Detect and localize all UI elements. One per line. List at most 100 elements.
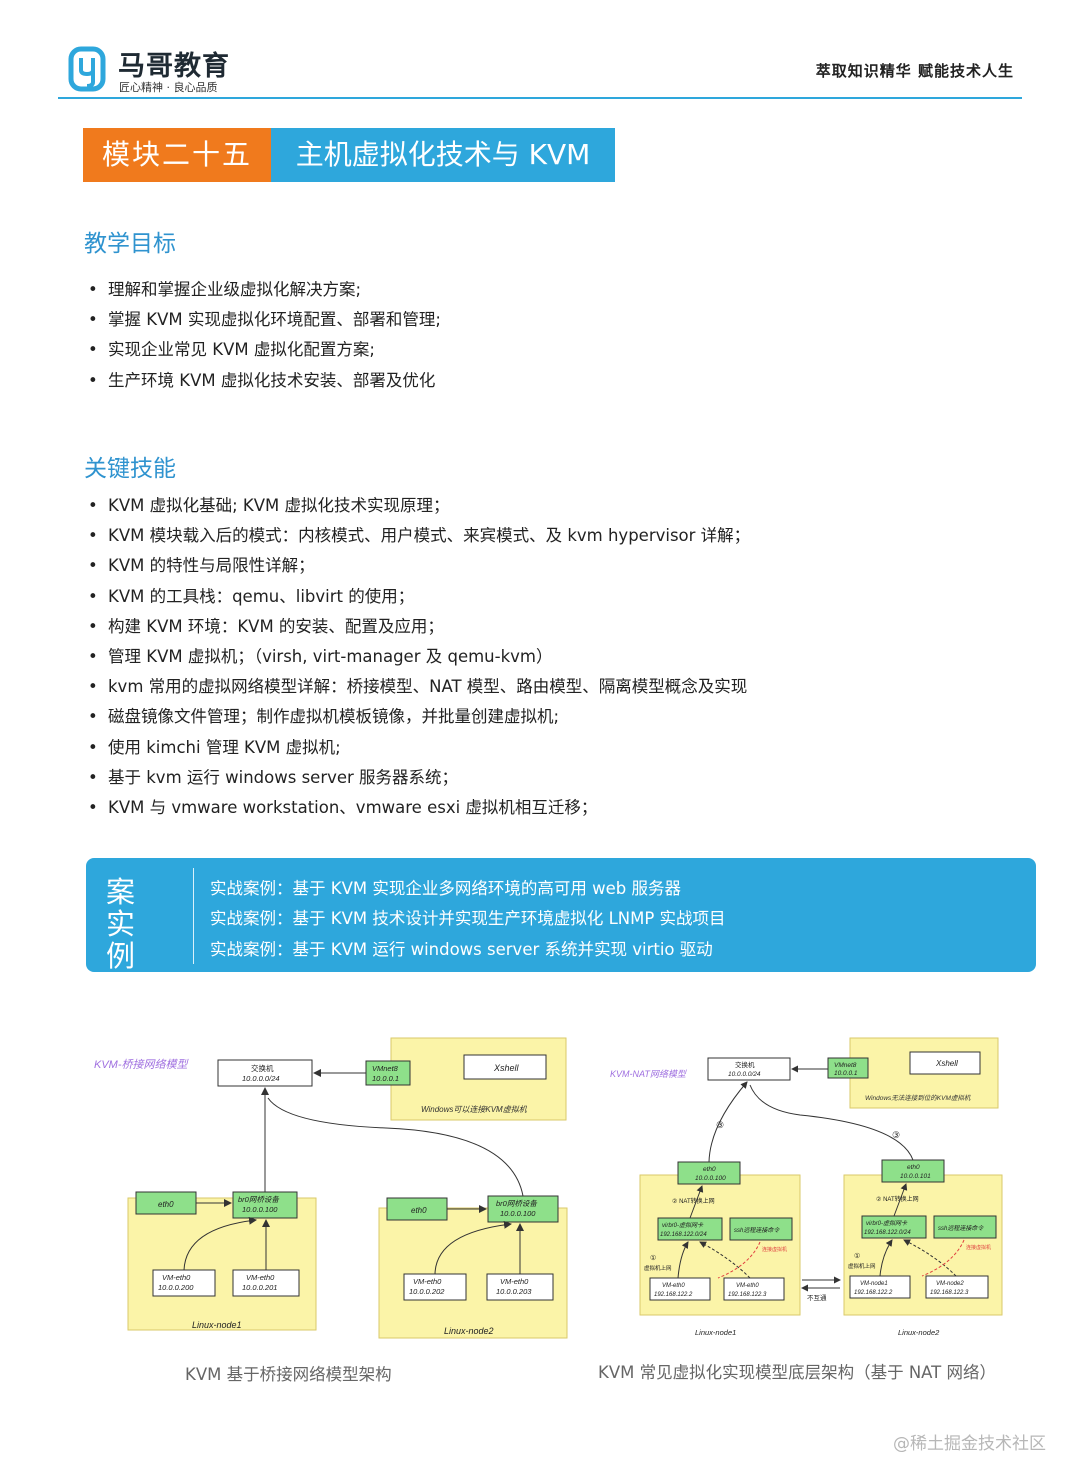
switch-box — [707, 1057, 791, 1081]
node1-uplink — [708, 1081, 748, 1163]
brand-tagline: 匠心精神 · 良心品质 — [119, 81, 218, 94]
node2-bridge-ip: 10.0.0.100 — [500, 1209, 536, 1218]
module-number: 模块二十五 — [83, 128, 271, 182]
node2-vm1-link — [879, 1239, 893, 1277]
node1-bridge: br0网桥设备 — [238, 1195, 280, 1204]
practice-label-line: 例 战 — [106, 939, 142, 1005]
step2-marker: ② — [672, 1198, 677, 1205]
xshell-label: Xshell — [493, 1063, 520, 1073]
node2-ssh-box — [933, 1215, 997, 1239]
xshell-box — [463, 1054, 547, 1080]
xshell-label: Xshell — [935, 1059, 958, 1068]
practice-label-line: 案 实 — [106, 875, 142, 941]
node1-vm2: VM-eth0 — [246, 1273, 275, 1282]
list-item: 生产环境 KVM 虚拟化技术安装、部署及优化 — [88, 366, 441, 396]
node2-bridge: br0网桥设备 — [496, 1199, 538, 1208]
node2-virbr-ip: 192.168.122.0/24 — [864, 1230, 911, 1236]
skills-list: KVM 虚拟化基础; KVM 虚拟化技术实现原理； KVM 模块载入后的模式：内… — [88, 491, 750, 823]
node1-vm1-ip: 10.0.0.200 — [158, 1283, 194, 1292]
list-item: 基于 kvm 运行 windows server 服务器系统； — [88, 763, 750, 793]
vmnet-box — [827, 1057, 869, 1079]
list-item: 使用 kimchi 管理 KVM 虚拟机; — [88, 733, 750, 763]
list-item: KVM 的工具栈：qemu、libvirt 的使用； — [88, 582, 750, 612]
node1-vm2: VM-eth0 — [736, 1283, 759, 1289]
node1-virbr-ip: 192.168.122.0/24 — [660, 1232, 707, 1238]
node1-vm2-ip: 10.0.0.201 — [242, 1283, 277, 1292]
node1-virbr-eth-link — [689, 1185, 704, 1219]
node2-vm1-ip: 192.168.122.2 — [854, 1290, 893, 1296]
node1-vm2-box — [232, 1269, 300, 1297]
node1-vm2-link — [699, 1241, 751, 1279]
nat-network-diagram: KVM-NAT网络模型 Windows无法连接到位的KVM虚拟机 Xshell … — [610, 1037, 1003, 1337]
node2-uplink — [749, 1084, 914, 1161]
node1-vm2-ip: 192.168.122.3 — [728, 1292, 767, 1298]
skills-heading: 关键技能 — [84, 456, 176, 482]
practice-item: 实战案例：基于 KVM 运行 windows server 系统并实现 virt… — [210, 939, 713, 959]
header-divider — [58, 97, 1022, 99]
list-item: 理解和掌握企业级虚拟化解决方案; — [88, 275, 441, 305]
node1-vm2-box — [723, 1277, 785, 1301]
switch-box — [217, 1059, 313, 1087]
brand-logo-icon — [68, 46, 106, 92]
node2-vm1: VM-node1 — [860, 1281, 888, 1287]
node1-eth-ip: 10.0.0.100 — [695, 1175, 726, 1182]
nat-diagram-caption: KVM 常见虚拟化实现模型底层架构（基于 NAT 网络） — [598, 1363, 997, 1382]
vmnet-ip: 10.0.0.1 — [834, 1070, 858, 1077]
goals-heading: 教学目标 — [84, 231, 176, 257]
node1-ssh: ssh远程连接命令 — [734, 1226, 780, 1234]
node2-vm2: VM-node2 — [936, 1281, 964, 1287]
node2-name: Linux-node2 — [444, 1326, 494, 1336]
node2-eth-ip: 10.0.0.101 — [900, 1173, 931, 1180]
list-item: 掌握 KVM 实现虚拟化环境配置、部署和管理; — [88, 305, 441, 335]
switch-ip: 10.0.0.0/24 — [728, 1071, 761, 1078]
module-title: 主机虚拟化技术与 KVM — [271, 128, 615, 182]
node2-bridge-box — [487, 1195, 559, 1223]
step3-marker: ③ — [716, 1120, 724, 1130]
node2-ssh-note: 连接虚拟机 — [966, 1244, 991, 1251]
list-item: KVM 的特性与局限性详解； — [88, 551, 750, 581]
vmnet-box — [365, 1060, 411, 1086]
node1-vm1: VM-eth0 — [662, 1283, 685, 1289]
watermark: @稀土掘金技术社区 — [893, 1434, 1046, 1454]
node2-step1: ① — [854, 1252, 860, 1260]
switch-label: 交换机 — [735, 1060, 755, 1069]
node2-vm-up: 虚拟机上网 — [848, 1262, 876, 1270]
node2-ssh: ssh远程连接命令 — [938, 1224, 984, 1232]
vmnet-label: VMnet8 — [372, 1064, 399, 1073]
node1-ssh-note: 连接虚拟机 — [762, 1246, 787, 1253]
list-item: KVM 与 vmware workstation、vmware esxi 虚拟机… — [88, 793, 750, 823]
node1-step1: ① — [650, 1254, 656, 1262]
bridge-network-diagram: KVM-桥接网络模型 Windows可以连接KVM虚拟机 Xshell VMne… — [94, 1037, 568, 1339]
list-item: 实现企业常见 KVM 虚拟化配置方案; — [88, 335, 441, 365]
node2-eth: eth0 — [907, 1164, 920, 1171]
node1-ssh-link — [717, 1241, 761, 1279]
windows-note: Windows无法连接到位的KVM虚拟机 — [865, 1094, 971, 1102]
node2-step2: ② NAT转换上网 — [876, 1195, 919, 1203]
node2-panel — [378, 1207, 568, 1339]
list-item: KVM 虚拟化基础; KVM 虚拟化技术实现原理； — [88, 491, 750, 521]
node1-vm-up: 虚拟机上网 — [644, 1264, 672, 1272]
node1-bridge-ip: 10.0.0.100 — [242, 1205, 278, 1214]
vmnet-label: VMnet8 — [834, 1062, 857, 1069]
bridge-diagram-caption: KVM 基于桥接网络模型架构 — [185, 1365, 392, 1384]
list-item: 管理 KVM 虚拟机；（virsh, virt-manager 及 qemu-k… — [88, 642, 750, 672]
node2-vm1: VM-eth0 — [413, 1277, 442, 1286]
list-item: KVM 模块载入后的模式：内核模式、用户模式、来宾模式、及 kvm hyperv… — [88, 521, 750, 551]
brand-name: 马哥教育 — [118, 51, 230, 82]
node1-ssh-box — [729, 1217, 793, 1241]
practice-label: 案 实 例 战 — [106, 876, 178, 1004]
node2-virbr: virbr0-虚拟网卡 — [866, 1219, 908, 1227]
node1-bridge-box — [232, 1191, 298, 1219]
diagram-title: KVM-NAT网络模型 — [610, 1069, 687, 1079]
node1-step2: ② NAT转换上网 — [672, 1197, 715, 1205]
node2-vm2: VM-eth0 — [500, 1277, 529, 1286]
node1-name: Linux-node1 — [695, 1328, 736, 1337]
switch-label: 交换机 — [251, 1063, 274, 1073]
node1-name: Linux-node1 — [192, 1320, 242, 1330]
list-item: 构建 KVM 环境：KVM 的安装、配置及应用； — [88, 612, 750, 642]
node1-vm1-ip: 192.168.122.2 — [654, 1292, 693, 1298]
practice-divider — [193, 868, 194, 964]
goals-list: 理解和掌握企业级虚拟化解决方案; 掌握 KVM 实现虚拟化环境配置、部署和管理;… — [88, 275, 441, 396]
diagram-title: KVM-桥接网络模型 — [94, 1058, 189, 1071]
node2-vm2-ip: 192.168.122.3 — [930, 1290, 969, 1296]
